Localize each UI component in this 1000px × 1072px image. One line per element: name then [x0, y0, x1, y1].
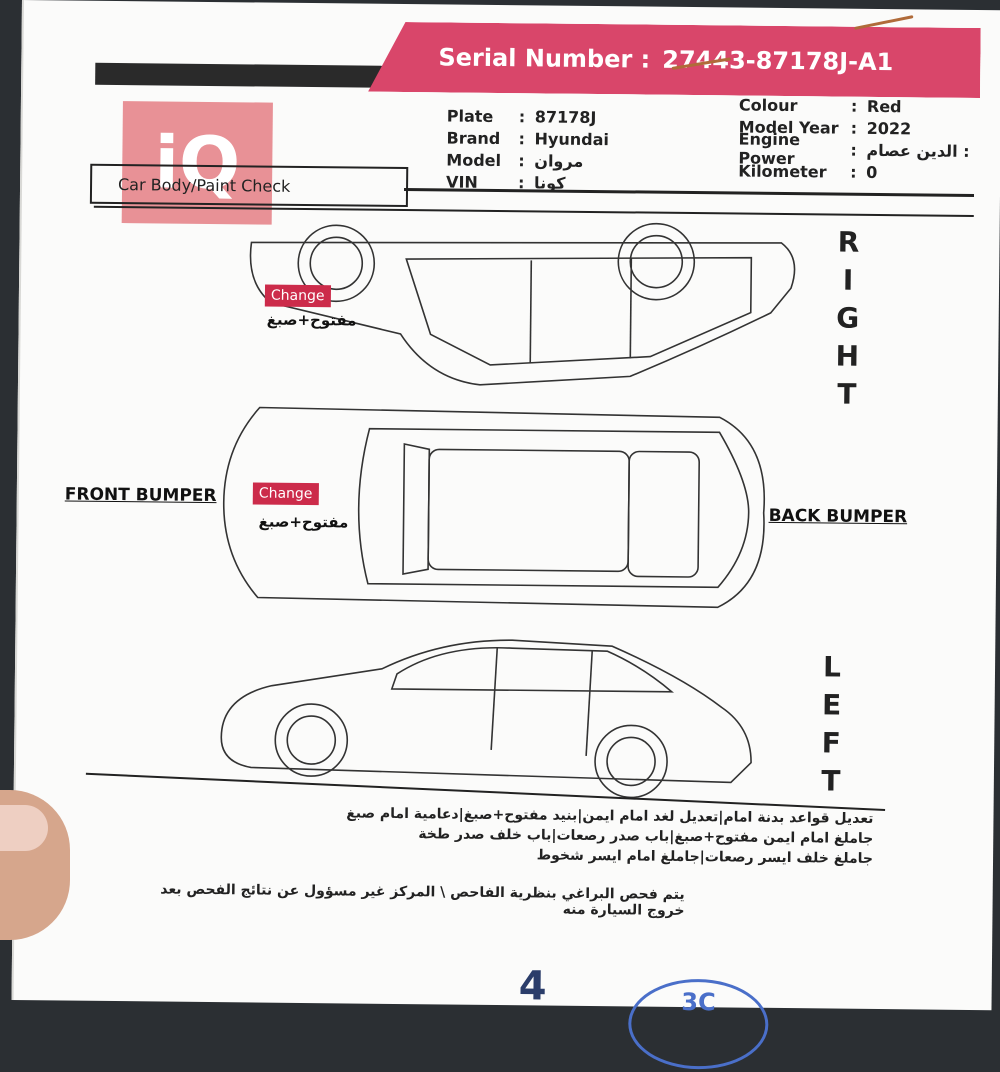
- info-value: 2022: [866, 118, 912, 138]
- info-row-colour: Colour: Red: [739, 94, 970, 118]
- vehicle-info-left: Plate:87178J Brand:Hyundai Model:مروان V…: [446, 104, 609, 194]
- info-label: Kilometer: [738, 161, 827, 181]
- info-label: Brand: [446, 127, 501, 148]
- side-letter: T: [821, 764, 841, 798]
- info-row-engine-power: Engine Power:الدين عصام :: [738, 130, 970, 169]
- info-sep: :: [518, 128, 526, 148]
- info-value: 87178J: [534, 106, 597, 127]
- info-sep: :: [518, 150, 525, 170]
- info-label: Model: [446, 149, 502, 170]
- section-title: Car Body/Paint Check: [89, 163, 409, 208]
- info-value: مروان: [534, 150, 584, 171]
- side-letter: I: [842, 263, 854, 297]
- thumbnail: [0, 805, 48, 851]
- info-row-kilometer: Kilometer:0: [738, 160, 969, 184]
- info-sep: :: [850, 140, 857, 160]
- info-value: Hyundai: [534, 128, 610, 149]
- car-left-side-diagram: [220, 639, 752, 799]
- info-sep: :: [850, 96, 858, 116]
- right-letters: R I G H T: [832, 224, 864, 414]
- info-label: Colour: [738, 95, 798, 115]
- info-sep: :: [850, 118, 858, 138]
- damage-badge-right: Change: [264, 284, 331, 308]
- car-top-view-diagram: [222, 406, 766, 609]
- side-letter: L: [822, 650, 842, 684]
- side-letter: G: [836, 301, 860, 335]
- serial-label: Serial Number :: [438, 43, 651, 74]
- side-letter: R: [837, 225, 860, 259]
- info-value: Red: [866, 96, 902, 116]
- serial-value: 27443-87178J-A1: [662, 45, 894, 77]
- stamp: 3C: [627, 978, 769, 1070]
- damage-note-front: مفتوح+صبغ: [258, 512, 349, 532]
- serial-banner: Serial Number : 27443-87178J-A1: [368, 22, 981, 98]
- info-sep: :: [518, 106, 526, 126]
- vehicle-info-right: Colour:Red Model Year:2022 Engine Power:…: [738, 94, 970, 184]
- side-letter: E: [821, 688, 842, 722]
- side-letter: F: [821, 726, 841, 760]
- info-row-model: Model: مروان: [446, 148, 609, 172]
- side-letter: T: [837, 377, 857, 411]
- damage-note-right: مفتوح+صبغ: [266, 310, 357, 330]
- left-letters: L E F T: [816, 648, 848, 800]
- info-sep: :: [850, 162, 857, 182]
- inspection-sheet: Serial Number : 27443-87178J-A1 iQ Car B…: [11, 0, 1000, 1070]
- disclaimer: يتم فحص البراغي بنظرية الفاحص \ المركز غ…: [160, 881, 685, 919]
- section-title-text: Car Body/Paint Check: [117, 174, 291, 196]
- info-value: 0: [866, 162, 878, 182]
- back-bumper-label: BACK BUMPER: [768, 505, 908, 528]
- side-letter: H: [835, 339, 860, 373]
- damage-badge-front: Change: [252, 482, 319, 506]
- damage-notes: تعديل قواعد بدنة امام|تعديل لغد امام ايم…: [173, 802, 874, 869]
- info-row-brand: Brand: Hyundai: [446, 126, 609, 150]
- info-value: الدين عصام :: [866, 140, 970, 161]
- info-label: Plate: [446, 105, 494, 126]
- page-number: 4: [518, 963, 547, 1010]
- header-bar: [95, 62, 386, 88]
- info-row-plate: Plate:87178J: [447, 104, 610, 128]
- front-bumper-label: FRONT BUMPER: [64, 484, 217, 507]
